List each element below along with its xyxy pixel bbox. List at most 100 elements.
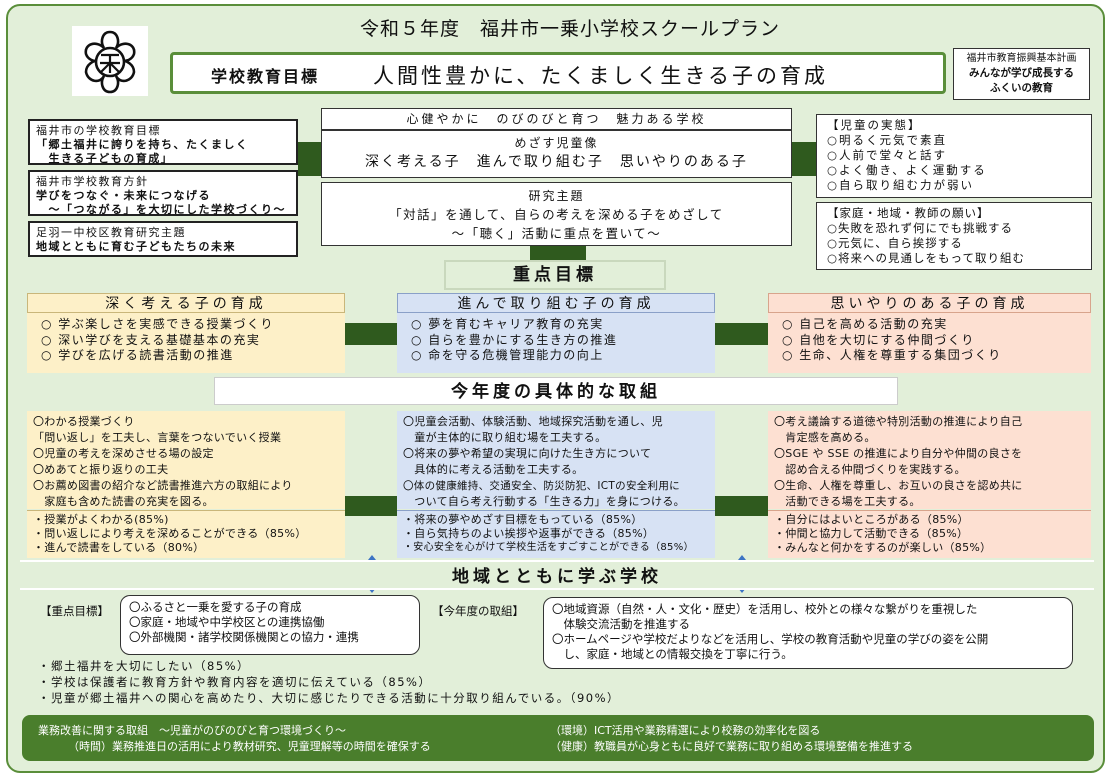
right-box-line: ○人前で堂々と話す <box>827 148 948 162</box>
detail-line: 〇生命、人権を尊重し、お互いの良さを認め共に <box>774 479 1023 492</box>
page-title: 令和５年度 福井市一乗小学校スクールプラン <box>359 18 780 40</box>
connector <box>792 142 816 176</box>
result-line: ・みんなと何かをするのが楽しい（85%） <box>774 541 992 554</box>
detail-box-caring: 〇考え議論する道徳や特別活動の推進により自己 肯定感を高める。 〇SGE や S… <box>768 411 1091 509</box>
result-line: ・安心安全を心がけて学校生活をすごすことができる（85%） <box>403 542 694 553</box>
school-emblem-icon <box>72 26 148 96</box>
research-line2: ～「聴く」活動に重点を置いて～ <box>451 226 662 241</box>
result-line: ・仲間と協力して活動できる（85%） <box>774 527 969 540</box>
left-box-city-policy: 福井市学校教育方針 学びをつなぐ・未来につなげる ～「つながる」を大切にした学校… <box>28 170 298 216</box>
column-head-think: 深く考える子の育成 <box>27 293 345 313</box>
community-action-item: し、家庭・地域との情報交換を丁寧に行う。 <box>552 647 793 661</box>
column-head-caring: 思いやりのある子の育成 <box>768 293 1091 313</box>
community-goal-box: 〇ふるさと一乗を愛する子の育成 〇家庭・地域や中学校区との連携協働 〇外部機関・… <box>120 595 420 655</box>
left-box-line: ～「つながる」を大切にした学校づくり～ <box>36 203 286 216</box>
community-goal-item: 〇ふるさと一乗を愛する子の育成 <box>129 600 302 614</box>
right-box-line: ○元気に、自ら挨拶する <box>827 236 963 250</box>
column-item: ○ 自らを豊かにする生き方の推進 <box>411 332 618 347</box>
detail-line: 〇将来の夢や希望の実現に向けた生き方について <box>403 447 652 460</box>
footer-left-2: （時間）業務推進日の活用により教材研究、児童理解等の時間を確保する <box>68 740 431 753</box>
research-theme-box: 研究主題 「対話」を通して、自らの考えを深める子をめざして ～「聴く」活動に重点… <box>321 182 792 246</box>
community-goal-item: 〇家庭・地域や中学校区との連携協働 <box>129 615 325 629</box>
column-item: ○ 深い学びを支える基礎基本の充実 <box>41 332 261 347</box>
community-action-box: 〇地域資源（自然・人・文化・歴史）を活用し、校外との様々な繋がりを重視した 体験… <box>543 597 1073 669</box>
connector <box>715 496 768 516</box>
child-image-text: 深く考える子 進んで取り組む子 思いやりのある子 <box>365 154 748 170</box>
community-action-item: 〇地域資源（自然・人・文化・歴史）を活用し、校外との様々な繋がりを重視した <box>552 602 978 616</box>
footer-right-1: （環境）ICT活用や業務精選により校務の効率化を図る <box>550 724 821 737</box>
school-goal-text: 人間性豊かに、たくましく生きる子の育成 <box>373 64 828 88</box>
column-body-think: ○ 学ぶ楽しさを実感できる授業づくり ○ 深い学びを支える基礎基本の充実 ○ 学… <box>27 313 345 373</box>
community-result-line: ・学校は保護者に教育方針や教育内容を適切に伝えている（85%） <box>38 675 432 689</box>
footer-right-2: （健康）教職員が心身ともに良好で業務に取り組める環境整備を推進する <box>550 740 913 753</box>
detail-line: 〇めあてと振り返りの工夫 <box>33 463 169 476</box>
city-plan-line2: みんなが学び成長する <box>969 67 1074 79</box>
result-line: ・進んで読書をしている（80%） <box>33 541 205 554</box>
detail-line: 〇SGE や SSE の推進により自分や仲間の良さを <box>774 447 1023 460</box>
detail-line: 童が主体的に取り組む場を工夫する。 <box>403 431 607 444</box>
result-box-think: ・授業がよくわかる(85%) ・問い返しにより考えを深めることができる（85%）… <box>27 510 345 558</box>
left-box-research-theme: 足羽一中校区教育研究主題 地域とともに育む子どもたちの未来 <box>28 221 298 257</box>
column-item: ○ 夢を育むキャリア教育の充実 <box>411 317 604 331</box>
city-plan-line1: 福井市教育振興基本計画 <box>966 53 1077 64</box>
right-box-heading: 【児童の実態】 <box>827 118 922 132</box>
result-line: ・問い返しにより考えを深めることができる（85%） <box>33 527 307 540</box>
right-box-line: ○自ら取り組む力が弱い <box>827 178 975 192</box>
connector <box>298 142 322 176</box>
priority-goals-heading: 重点目標 <box>444 260 666 290</box>
column-item: ○ 生命、人権を尊重する集団づくり <box>782 348 1002 362</box>
community-result-line: ・児童が郷土福井への関心を高めたり、大切に感じたりできる活動に十分取り組んでいる… <box>38 691 621 705</box>
left-box-line: 地域とともに育む子どもたちの未来 <box>36 240 236 253</box>
column-item: ○ 学ぶ楽しさを実感できる授業づくり <box>41 317 275 331</box>
community-goal-label: 【重点目標】 <box>40 604 109 618</box>
footer-left-1: 業務改善に関する取組 ～児童がのびのびと育つ環境づくり～ <box>38 724 346 737</box>
result-box-caring: ・自分にはよいところがある（85%） ・仲間と協力して活動できる（85%） ・み… <box>768 510 1091 558</box>
city-plan-line3: ふくいの教育 <box>990 82 1053 94</box>
column-body-active: ○ 夢を育むキャリア教育の充実 ○ 自らを豊かにする生き方の推進 ○ 命を守る危… <box>397 313 715 373</box>
community-result-line: ・郷土福井を大切にしたい（85%） <box>38 659 251 673</box>
detail-line: 「問い返し」を工夫し、言葉をつないでいく授業 <box>33 431 282 444</box>
research-line1: 「対話」を通して、自らの考えを深める子をめざして <box>389 207 724 222</box>
left-box-line: 「郷土福井に誇りを持ち、たくましく <box>36 138 249 151</box>
column-item: ○ 自己を高める活動の充実 <box>782 317 948 331</box>
right-box-line: ○失敗を恐れず何にでも挑戦する <box>827 221 1014 235</box>
left-box-line: 学びをつなぐ・未来につなげる <box>36 189 211 202</box>
child-image-label: めざす児童像 <box>514 136 599 150</box>
result-line: ・自ら気持ちのよい挨拶や返事ができる（85%） <box>403 527 655 540</box>
detail-line: 〇考え議論する道徳や特別活動の推進により自己 <box>774 415 1023 428</box>
detail-line: 具体的に考える活動を工夫する。 <box>403 463 584 476</box>
column-item: ○ 自他を大切にする仲間づくり <box>782 332 975 347</box>
school-goal-box: 学校教育目標 人間性豊かに、たくましく生きる子の育成 <box>170 52 946 94</box>
detail-line: 〇児童の考えを深めさせる場の設定 <box>33 447 214 460</box>
right-box-child-state: 【児童の実態】 ○明るく元気で素直 ○人前で堂々と話す ○よく働き、よく運動する… <box>816 114 1092 198</box>
left-box-city-goal: 福井市の学校教育目標 「郷土福井に誇りを持ち、たくましく 生きる子どもの育成」 <box>28 119 298 165</box>
detail-line: ついて自ら考え行動する「生きる力」を身につける。 <box>403 495 685 508</box>
connector <box>345 496 397 516</box>
school-goal-label: 学校教育目標 <box>211 67 320 86</box>
right-box-line: ○将来への見通しをもって取り組む <box>827 251 1025 265</box>
column-body-caring: ○ 自己を高める活動の充実 ○ 自他を大切にする仲間づくり ○ 生命、人権を尊重… <box>768 313 1091 373</box>
right-box-line: ○よく働き、よく運動する <box>827 163 987 177</box>
detail-box-active: 〇児童会活動、体験活動、地域探究活動を通し、児 童が主体的に取り組む場を工夫する… <box>397 411 715 509</box>
community-action-item: 体験交流活動を推進する <box>552 617 690 631</box>
detail-line: 〇お薦め図書の紹介など読書推進六方の取組により <box>33 479 293 492</box>
community-goal-item: 〇外部機関・諸学校関係機関との協力・連携 <box>129 630 359 644</box>
community-results: ・郷土福井を大切にしたい（85%） ・学校は保護者に教育方針や教育内容を適切に伝… <box>38 658 1078 706</box>
detail-line: 肯定感を高める。 <box>774 431 876 444</box>
detail-line: 〇体の健康維持、交通安全、防災防犯、ICTの安全利用に <box>403 480 680 492</box>
result-line: ・自分にはよいところがある（85%） <box>774 513 969 526</box>
right-box-line: ○明るく元気で素直 <box>827 133 948 147</box>
connector <box>715 323 768 345</box>
column-item: ○ 命を守る危機管理能力の向上 <box>411 348 604 362</box>
detail-line: 〇わかる授業づくり <box>33 415 135 428</box>
detail-line: 家庭も含めた読書の充実を図る。 <box>33 495 214 508</box>
left-box-heading: 福井市の学校教育目標 <box>36 124 161 137</box>
right-box-wishes: 【家庭・地域・教師の願い】 ○失敗を恐れず何にでも挑戦する ○元気に、自ら挨拶す… <box>816 202 1092 270</box>
result-line: ・授業がよくわかる(85%) <box>33 513 169 526</box>
detail-line: 活動できる場を工夫する。 <box>774 495 921 508</box>
left-box-heading: 福井市学校教育方針 <box>36 175 149 188</box>
concrete-actions-heading: 今年度の具体的な取組 <box>214 377 898 405</box>
city-plan-box: 福井市教育振興基本計画 みんなが学び成長する ふくいの教育 <box>953 48 1090 100</box>
school-motto: 心健やかに のびのびと育つ 魅力ある学校 <box>321 108 792 130</box>
